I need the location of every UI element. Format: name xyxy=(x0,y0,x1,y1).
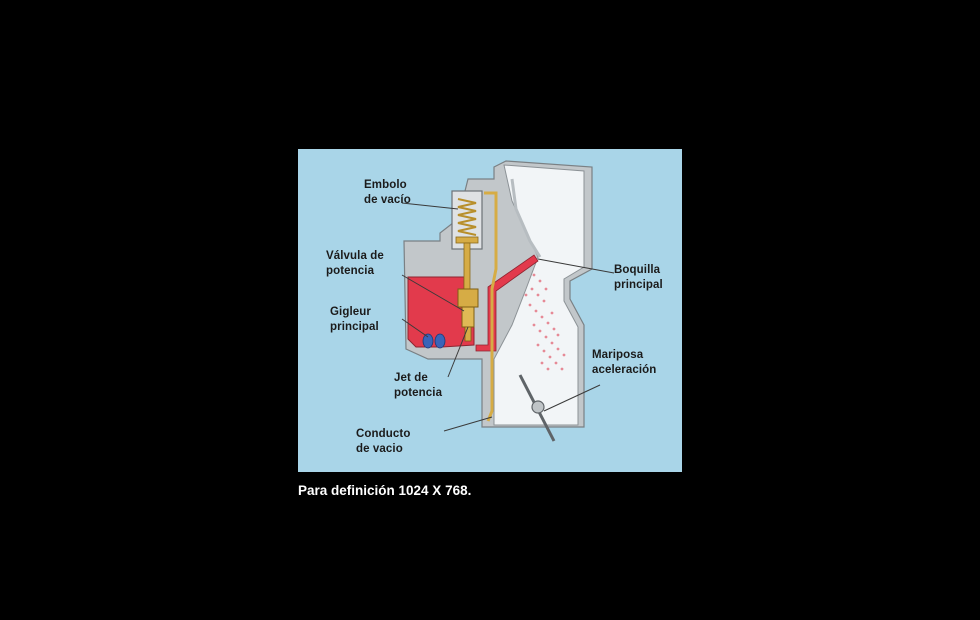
power-valve xyxy=(457,288,479,342)
label-gigleur-principal: Gigleur principal xyxy=(330,306,379,333)
label-jet-potencia: Jet de potencia xyxy=(394,372,443,399)
label-embolo-vacio: Embolo de vacío xyxy=(364,179,411,206)
vacuum-piston-spring xyxy=(457,198,477,236)
throttle-butterfly xyxy=(518,374,556,442)
piston-rod xyxy=(463,242,471,290)
label-valvula-potencia: Válvula de potencia xyxy=(326,250,384,277)
main-jet xyxy=(422,333,446,349)
label-mariposa-aceleracion: Mariposa aceleración xyxy=(592,349,657,376)
carburetor-diagram: Embolo de vacío Válvula de potencia Gigl… xyxy=(298,149,682,472)
label-boquilla-principal: Boquilla principal xyxy=(614,264,663,291)
fuel-spray xyxy=(524,273,566,371)
venturi-shading xyxy=(510,178,542,258)
vacuum-conduit xyxy=(484,191,498,422)
resolution-caption: Para definición 1024 X 768. xyxy=(298,483,472,498)
label-conducto-vacio: Conducto de vacio xyxy=(356,428,411,455)
vacuum-piston xyxy=(455,236,479,244)
leader-lines xyxy=(401,202,615,432)
